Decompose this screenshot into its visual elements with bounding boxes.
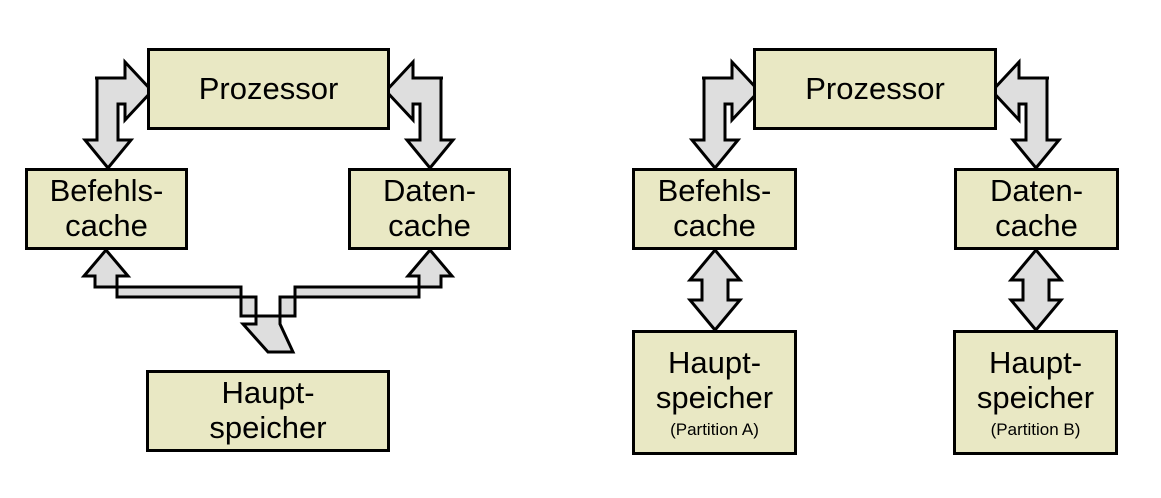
right-data-cache-box[interactable]: Daten- cache [954, 168, 1119, 250]
left-main-memory-label: Haupt- speicher [209, 375, 327, 445]
right-instruction-cache-label: Befehls- cache [657, 173, 772, 243]
right-instruction-cache-box[interactable]: Befehls- cache [632, 168, 797, 250]
left-processor-data-cache-arrow [383, 58, 457, 171]
right-main-memory-partition-a-label: Haupt- speicher [655, 344, 774, 415]
right-data-cache-memory-b-arrow [1007, 247, 1065, 333]
left-data-cache-label: Daten- cache [382, 173, 477, 243]
left-processor-instruction-cache-arrow [81, 58, 155, 171]
right-processor-box[interactable]: Prozessor [753, 48, 997, 130]
left-processor-box[interactable]: Prozessor [147, 48, 390, 130]
right-processor-label: Prozessor [805, 70, 945, 106]
left-data-cache-box[interactable]: Daten- cache [348, 168, 511, 250]
right-main-memory-partition-a-sublabel: (Partition A) [670, 420, 759, 440]
right-processor-data-cache-arrow [989, 58, 1063, 171]
right-instruction-cache-memory-a-arrow [686, 247, 744, 333]
left-memory-caches-arrow [80, 247, 456, 354]
left-processor-label: Prozessor [198, 70, 339, 106]
left-main-memory-box[interactable]: Haupt- speicher [146, 370, 390, 452]
right-main-memory-partition-b-box[interactable]: Haupt- speicher (Partition B) [953, 330, 1118, 455]
left-instruction-cache-box[interactable]: Befehls- cache [25, 168, 188, 250]
right-main-memory-partition-a-box[interactable]: Haupt- speicher (Partition A) [632, 330, 797, 455]
right-main-memory-partition-b-sublabel: (Partition B) [990, 420, 1081, 440]
right-data-cache-label: Daten- cache [989, 173, 1084, 243]
right-processor-instruction-cache-arrow [688, 58, 762, 171]
left-instruction-cache-label: Befehls- cache [49, 173, 164, 243]
right-main-memory-partition-b-label: Haupt- speicher [976, 344, 1095, 415]
